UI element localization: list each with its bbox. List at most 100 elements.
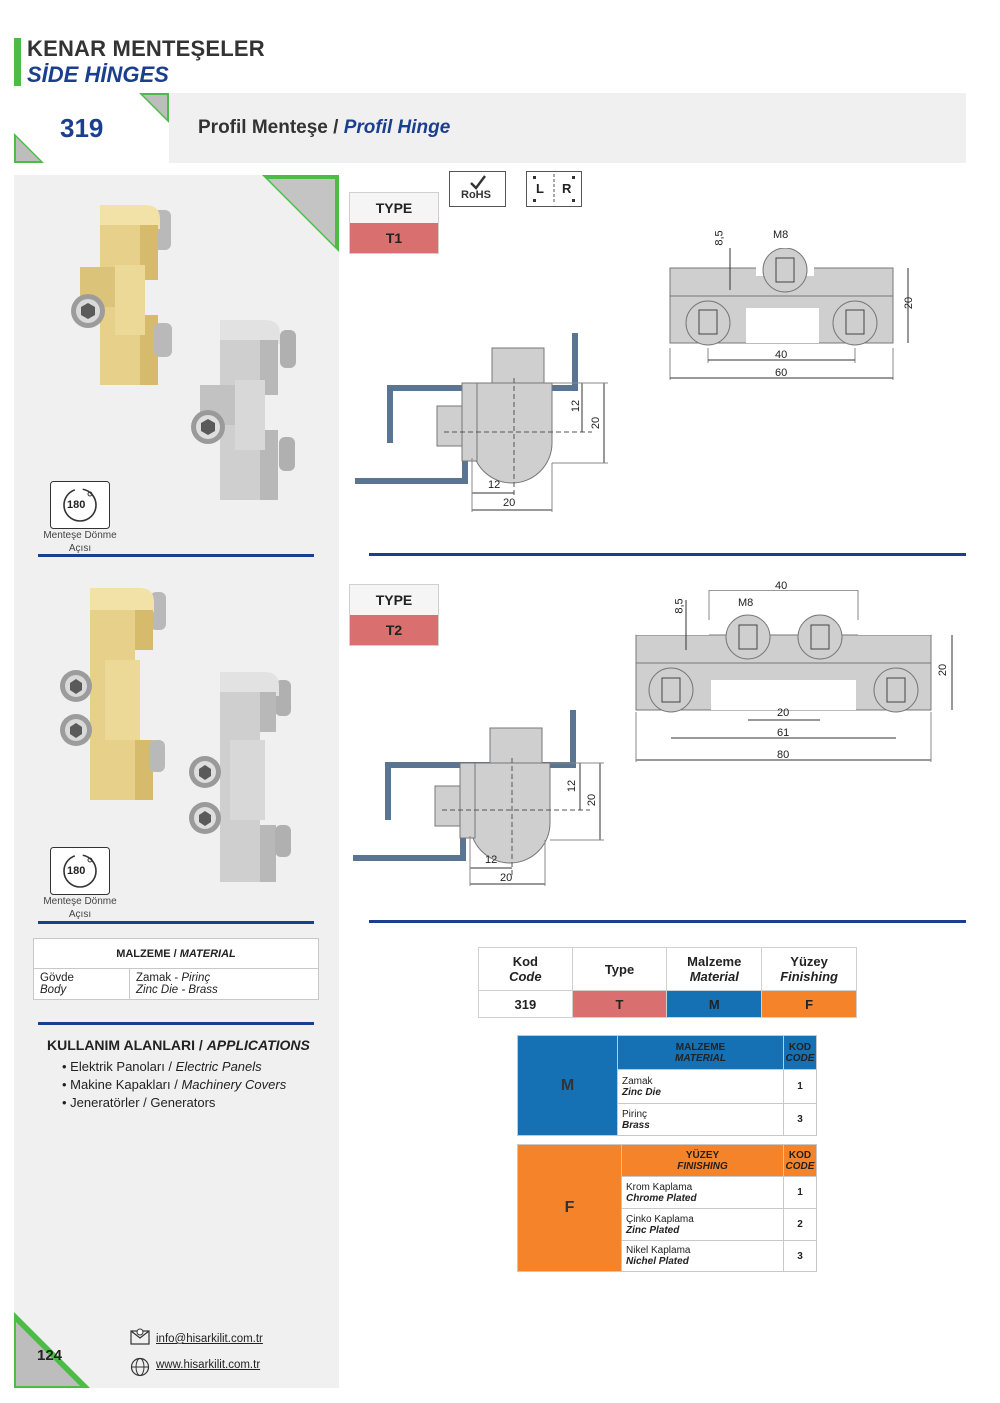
t1-dim-pitch: 40	[775, 349, 788, 361]
material-table-header: MALZEME / MATERIAL	[33, 938, 319, 969]
product-name-tr: Profil Menteşe	[198, 117, 328, 138]
left-panel	[14, 175, 339, 1388]
left-divider-1	[38, 554, 314, 557]
right-label: R	[562, 181, 572, 196]
material-letter: M	[517, 1035, 618, 1136]
t2-dim-w2: 20	[500, 872, 513, 884]
t1-dim-h2: 20	[590, 416, 603, 430]
finishing-option-code: 1	[783, 1176, 817, 1209]
type-t1-box: TYPE T1	[349, 192, 439, 254]
rotation-180-icon	[50, 847, 110, 895]
category-title-tr: KENAR MENTEŞELER	[27, 36, 265, 61]
page-number: 124	[37, 1347, 63, 1364]
t2-top-drawing	[635, 590, 953, 762]
t2-dim-depth: 8,5	[673, 598, 686, 614]
t2-dim-inner: 20	[777, 707, 790, 719]
left-divider-3	[38, 1022, 314, 1025]
t2-dim-height: 20	[937, 663, 950, 677]
material-option-code: 1	[783, 1069, 817, 1104]
website-link[interactable]: www.hisarkilit.com.tr	[156, 1359, 261, 1371]
t1-dim-h1: 12	[570, 399, 583, 413]
type-t2-value: T2	[350, 615, 438, 645]
rohs-badge	[449, 171, 506, 207]
product-name-en: Profil Hinge	[343, 117, 451, 138]
category-title-en: SİDE HİNGES	[27, 62, 169, 87]
product-photo-t2	[60, 588, 291, 882]
t2-dim-thread: M8	[738, 597, 754, 609]
t1-dim-height: 20	[903, 296, 916, 310]
applications-list: • Elektrik Panoları / Electric Panels • …	[62, 1058, 286, 1112]
material-value: M	[666, 990, 763, 1018]
list-item: • Jeneratörler / Generators	[62, 1095, 216, 1110]
t2-dim-top-span: 40	[775, 580, 788, 592]
list-item: • Makine Kapakları / Machinery Covers	[62, 1077, 287, 1092]
t1-side-drawing	[355, 333, 608, 512]
header-accent-bar	[14, 38, 21, 86]
page-corner	[14, 1312, 90, 1388]
t2-dim-mid: 61	[777, 727, 790, 739]
applications-title: KULLANIM ALANLARI / APPLICATIONS	[47, 1037, 310, 1053]
left-right-badge	[526, 171, 582, 207]
t1-dim-length: 60	[775, 367, 788, 379]
left-panel-corner	[262, 175, 339, 252]
type-t1-value: T1	[350, 223, 438, 253]
t1-dim-depth: 8,5	[713, 230, 726, 246]
finishing-option-code: 2	[783, 1208, 817, 1241]
t1-dim-w2: 20	[503, 497, 516, 509]
type-header: Type	[571, 947, 668, 991]
material-option-code: 3	[783, 1103, 817, 1136]
rotation-angle: 180	[67, 499, 86, 511]
rotation-angle: 180	[67, 865, 86, 877]
product-title: Profil Menteşe / Profil Hinge	[198, 117, 450, 139]
rotation-caption: Menteşe Dönme Açısı	[43, 896, 117, 920]
list-item: • Elektrik Panoları / Electric Panels	[62, 1059, 262, 1074]
globe-icon	[130, 1357, 150, 1377]
type-value: T	[571, 990, 668, 1018]
right-divider-2	[369, 920, 966, 923]
product-photo-t1	[71, 205, 296, 500]
email-link[interactable]: info@hisarkilit.com.tr	[156, 1333, 263, 1345]
t2-dim-h2: 20	[586, 793, 599, 807]
left-label: L	[536, 181, 544, 196]
t2-dim-h1: 12	[566, 779, 579, 793]
material-row-label: Gövde Body	[33, 968, 130, 1000]
rotation-180-icon	[50, 481, 110, 529]
finishing-value: F	[761, 990, 857, 1018]
t2-side-drawing	[353, 710, 604, 886]
product-code-frame	[14, 93, 169, 163]
code-value: 319	[478, 990, 573, 1018]
material-row-value: Zamak - Pirinç Zinc Die - Brass	[129, 968, 319, 1000]
t1-dim-w1: 12	[488, 479, 501, 491]
finishing-option-code: 3	[783, 1240, 817, 1272]
title-separator: /	[333, 117, 339, 138]
t1-top-drawing	[669, 248, 909, 380]
t2-dim-w1: 12	[485, 854, 498, 866]
left-divider-2	[38, 921, 314, 924]
rotation-caption: Menteşe Dönme Açısı	[43, 530, 117, 554]
finishing-letter: F	[517, 1144, 622, 1272]
t2-dim-length: 80	[777, 749, 790, 761]
right-divider-1	[369, 553, 966, 556]
email-icon	[130, 1328, 150, 1345]
rohs-label: RoHS	[461, 189, 491, 201]
product-code: 319	[60, 113, 104, 143]
product-header-band	[14, 93, 966, 163]
type-t2-box: TYPE T2	[349, 584, 439, 646]
material-table: MALZEME / MATERIAL Gövde Body Zamak - Pi…	[33, 938, 319, 1000]
t1-dim-thread: M8	[773, 229, 789, 241]
